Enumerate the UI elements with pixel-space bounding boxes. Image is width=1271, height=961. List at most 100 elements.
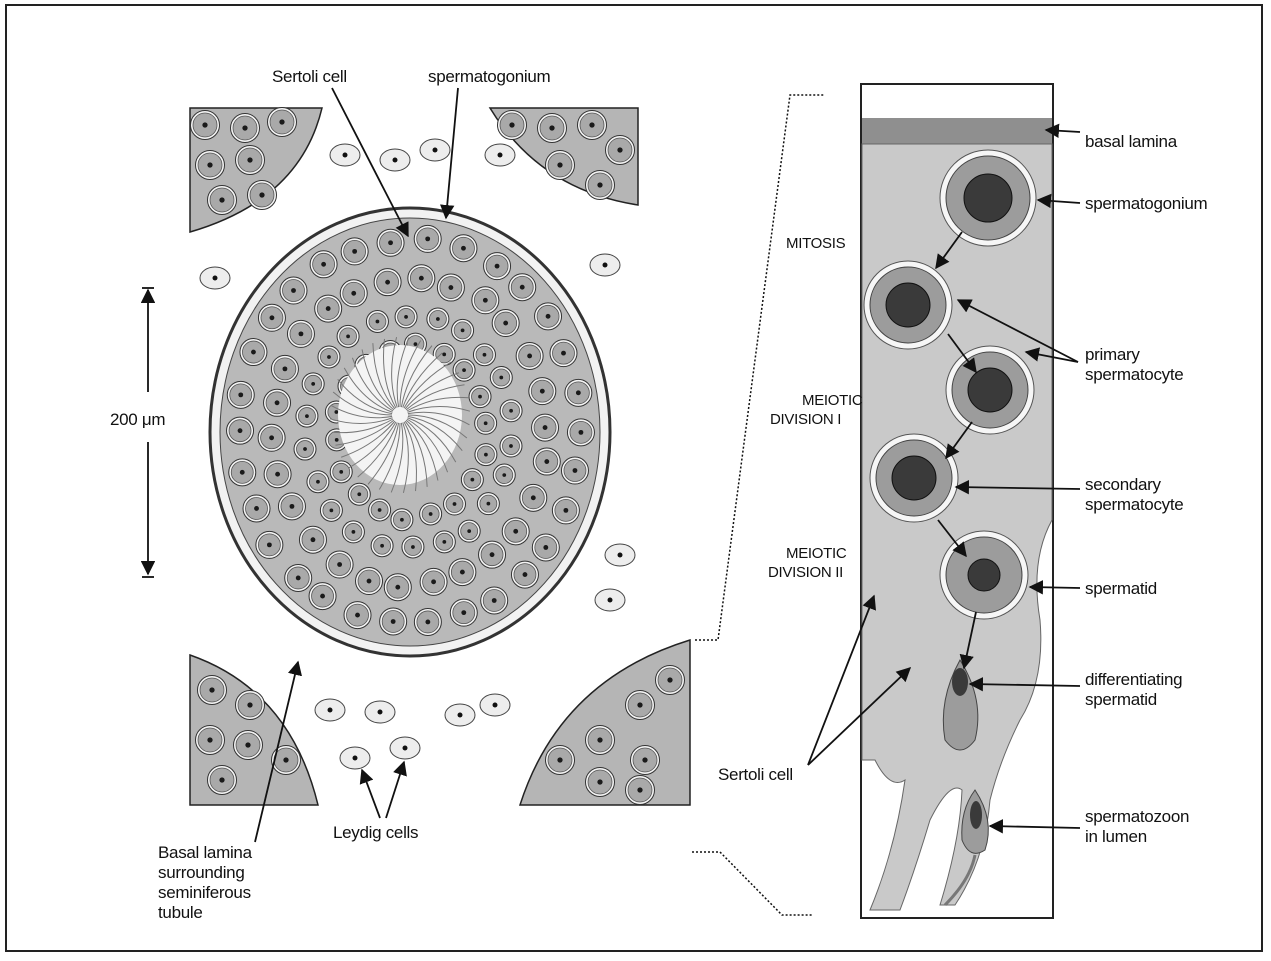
tubule-cell — [493, 464, 515, 486]
label-spermatogonium-top: spermatogonium — [428, 67, 551, 86]
label-secondary-spermatocyte: secondary spermatocyte — [1085, 475, 1183, 514]
tubule-cell — [264, 389, 291, 416]
tubule-cell — [533, 448, 560, 475]
tubule-cell — [240, 339, 267, 366]
neighbor-cell — [626, 691, 655, 720]
neighbor-cell — [236, 146, 265, 175]
stage-mitosis: MITOSIS — [786, 235, 846, 252]
neighbor-cell — [234, 731, 263, 760]
label-basal-lamina-surrounding: Basal lamina surrounding seminiferous tu… — [158, 843, 256, 922]
neighbor-cell — [498, 111, 527, 140]
tubule-cell — [450, 599, 477, 626]
leydig-cell — [590, 254, 620, 276]
tubule-cell — [509, 274, 536, 301]
tubule-cell — [475, 412, 497, 434]
tubule-cell — [391, 509, 413, 531]
tubule-cell — [285, 564, 312, 591]
neighbor-cell — [191, 111, 220, 140]
tubule-cell — [529, 378, 556, 405]
tubule-cell — [342, 521, 364, 543]
neighbor-cell — [236, 691, 265, 720]
tubule-cell — [377, 229, 404, 256]
tubule-cell — [472, 287, 499, 314]
leydig-cell — [595, 589, 625, 611]
neighbor-cell — [231, 114, 260, 143]
tubule-cell — [280, 277, 307, 304]
neighbor-cell — [268, 108, 297, 137]
neighbor-cell — [538, 114, 567, 143]
neighbor-cell — [272, 746, 301, 775]
tubule-cell — [500, 400, 522, 422]
scale-bar: 200 μm — [110, 288, 165, 577]
tubule-cell — [395, 306, 417, 328]
tubule-cell — [567, 419, 594, 446]
tubule-cell — [561, 457, 588, 484]
tubule-cell — [264, 461, 291, 488]
tubule-cell — [302, 373, 324, 395]
tubule-cell — [502, 518, 529, 545]
stage-meiotic-2: MEIOTIC DIVISION II — [768, 545, 850, 581]
tubule-cell — [420, 568, 447, 595]
neighbor-cell — [626, 776, 655, 805]
secondary-spermatocyte-cell — [870, 434, 958, 522]
tubule-cell — [369, 499, 391, 521]
leydig-cell — [200, 267, 230, 289]
arrow-leydig-2 — [386, 762, 404, 818]
tubule-cell — [475, 444, 497, 466]
label-spermatogonium: spermatogonium — [1085, 194, 1208, 213]
neighbor-cell — [208, 186, 237, 215]
neighbor-cell — [208, 766, 237, 795]
tubule-cell — [479, 541, 506, 568]
label-sertoli-cell-top: Sertoli cell — [272, 67, 347, 86]
tubule-cell — [420, 503, 442, 525]
leydig-cell — [605, 544, 635, 566]
tubule-cell — [366, 310, 388, 332]
tubule-cell — [307, 471, 329, 493]
neighbor-cell — [586, 726, 615, 755]
leydig-cell — [380, 149, 410, 171]
tubule-cell — [310, 251, 337, 278]
spermatid-cell — [940, 531, 1028, 619]
tubule-cell — [278, 493, 305, 520]
label-spermatozoon: spermatozoon in lumen — [1085, 807, 1194, 846]
tubule-cell — [437, 274, 464, 301]
tubule-cell — [299, 526, 326, 553]
tubule-cell — [414, 608, 441, 635]
neighbor-cell — [546, 151, 575, 180]
tubule-cell — [427, 308, 449, 330]
tubule-cell — [227, 417, 254, 444]
tubule-cell — [450, 235, 477, 262]
tubule-cell — [330, 461, 352, 483]
tubule-cell — [271, 355, 298, 382]
arrow-leydig-1 — [362, 770, 380, 818]
tubule-cell — [256, 531, 283, 558]
tubule-cell — [348, 483, 370, 505]
leydig-cell — [485, 144, 515, 166]
tubule-cell — [374, 269, 401, 296]
leydig-cell — [365, 701, 395, 723]
tubule-cell — [492, 310, 519, 337]
label-primary-spermatocyte: primary spermatocyte — [1085, 345, 1183, 384]
tubule-cell — [227, 381, 254, 408]
label-basal-lamina: basal lamina — [1085, 132, 1178, 151]
basal-lamina-band — [862, 118, 1052, 144]
leydig-cell — [480, 694, 510, 716]
neighbor-cell — [578, 111, 607, 140]
tubule-cell — [477, 493, 499, 515]
tubule-cell — [402, 536, 424, 558]
tubule-cell — [371, 535, 393, 557]
spermatogonium-cell — [940, 150, 1036, 246]
neighbor-cell — [631, 746, 660, 775]
tubule-cell — [380, 608, 407, 635]
tubule-cell — [473, 344, 495, 366]
tubule-cell — [414, 225, 441, 252]
neighbor-cell — [656, 666, 685, 695]
zoom-connector-bottom — [692, 852, 812, 915]
tubule-cell — [229, 459, 256, 486]
leydig-cell — [330, 144, 360, 166]
tubule-cell — [532, 534, 559, 561]
tubule-cell — [296, 405, 318, 427]
tubule-cell — [500, 435, 522, 457]
tubule-cell — [481, 587, 508, 614]
